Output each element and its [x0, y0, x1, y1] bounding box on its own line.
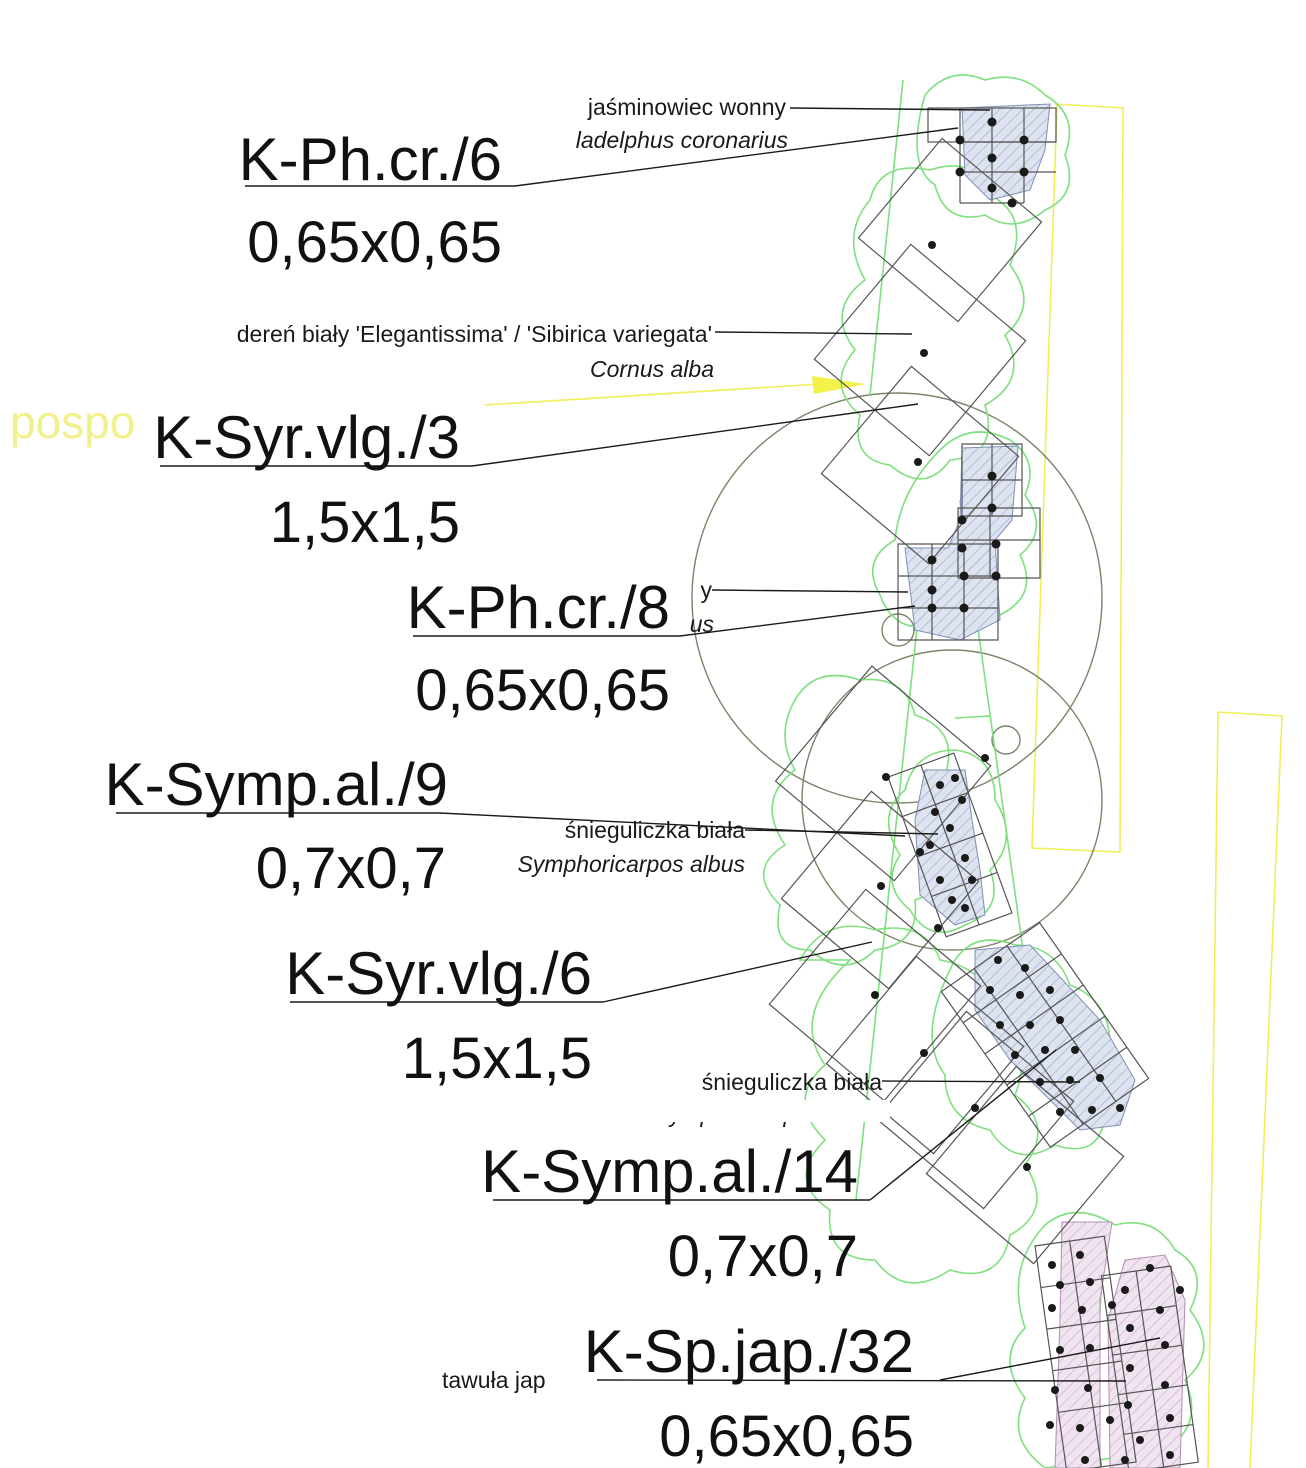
label-cornus-alba: dereń biały 'Elegantissima' / 'Sibirica … — [237, 321, 714, 382]
plant-code: K-Syr.vlg./3 — [153, 404, 460, 471]
hatched-beds — [904, 103, 1186, 1468]
label-symp-al-9: K-Symp.al./9 śnieguliczka biała Symphori… — [105, 751, 746, 901]
label-ph-cr-8: y us K-Ph.cr./8 0,65x0,65 — [407, 574, 715, 723]
plant-code: K-Ph.cr./8 — [407, 574, 670, 641]
label-symp-al-14: śnieguliczka biała Symphoricarpos albus … — [481, 1069, 890, 1289]
species-polish-name: śnieguliczka biała — [702, 1069, 882, 1095]
plant-size: 0,7x0,7 — [256, 836, 446, 901]
plant-size: 0,65x0,65 — [415, 658, 670, 723]
species-polish-name: tawuła jap — [442, 1367, 546, 1393]
plant-points — [871, 117, 1184, 1464]
leader-lines — [116, 107, 1161, 1382]
plant-size: 0,65x0,65 — [659, 1404, 914, 1468]
species-latin-name: Symphoricarpos albus — [517, 851, 745, 877]
plant-size: 0,7x0,7 — [668, 1224, 858, 1289]
plant-code: K-Symp.al./9 — [105, 751, 448, 818]
label-sp-jap-32: tawuła jap K-Sp.jap./32 0,65x0,65 — [442, 1318, 914, 1468]
border-yellow-lines — [484, 103, 1283, 1468]
species-polish-name: śnieguliczka biała — [565, 817, 745, 843]
plant-code: K-Ph.cr./6 — [239, 126, 502, 193]
label-syr-vlg-6: K-Syr.vlg./6 1,5x1,5 — [285, 940, 592, 1091]
species-polish-name: y — [701, 577, 713, 603]
label-syr-vlg-3: K-Syr.vlg./3 1,5x1,5 — [153, 404, 460, 555]
species-polish-name: dereń biały 'Elegantissima' / 'Sibirica … — [237, 321, 712, 347]
species-latin-name: Cornus alba — [590, 356, 714, 382]
arrow-head-icon — [812, 376, 866, 394]
plant-size: 1,5x1,5 — [270, 490, 460, 555]
tree-canopies — [691, 392, 1103, 951]
label-ph-cr-6: jaśminowiec wonny ladelphus coronarius K… — [239, 94, 789, 275]
plant-code: K-Symp.al./14 — [481, 1138, 858, 1205]
plant-size: 1,5x1,5 — [402, 1026, 592, 1091]
plant-size: 0,65x0,65 — [247, 210, 502, 275]
species-latin-name: ladelphus coronarius — [576, 127, 789, 153]
species-polish-name: jaśminowiec wonny — [587, 94, 787, 120]
ghost-label: pospo — [10, 396, 135, 448]
species-latin-name: us — [690, 611, 715, 637]
plant-code: K-Sp.jap./32 — [584, 1318, 914, 1385]
plant-code: K-Syr.vlg./6 — [285, 940, 592, 1007]
